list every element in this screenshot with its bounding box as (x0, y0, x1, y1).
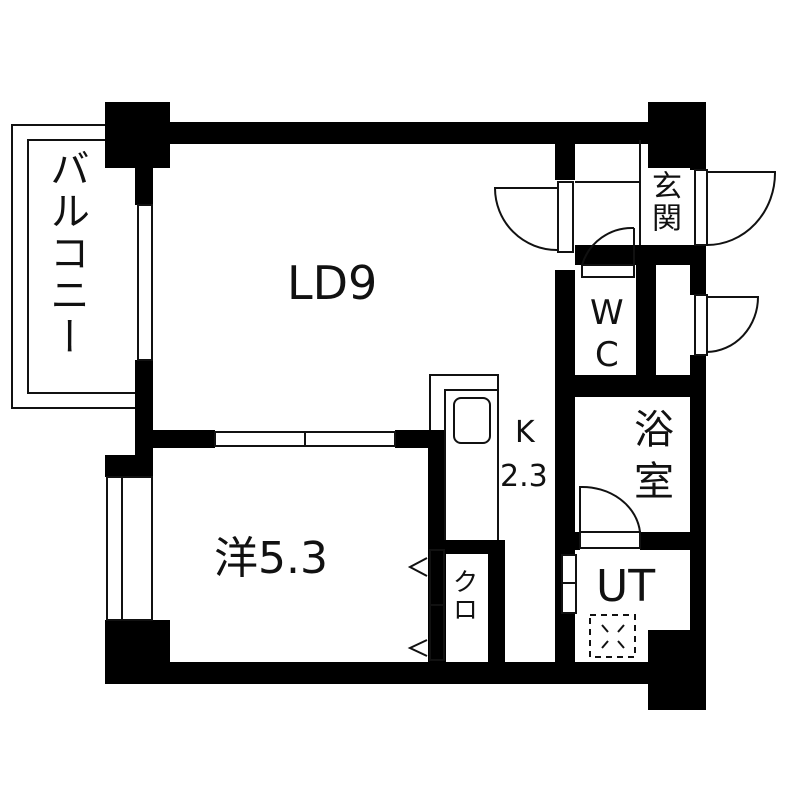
room-label-bath-1: 浴 (634, 407, 674, 453)
closet-doors (407, 549, 445, 661)
room-label-kitchen-size: 2.3 (500, 459, 548, 494)
room-label-kitchen-k: K (515, 415, 535, 450)
washing-machine-cross (601, 624, 625, 649)
room-label-utility: UT (596, 561, 656, 612)
windows (106, 204, 396, 621)
room-label-balcony: バルコニー (43, 148, 89, 358)
washing-machine-icon (589, 614, 636, 658)
kitchen-counter (429, 374, 499, 540)
room-label-wc-w: W (590, 293, 624, 333)
room-label-wc-c: C (595, 335, 619, 375)
walls (105, 102, 706, 710)
room-label-bath-2: 室 (634, 459, 674, 505)
room-label-western: 洋5.3 (214, 533, 328, 584)
sink-icon (453, 397, 491, 444)
room-label-ld: LD9 (287, 256, 378, 310)
room-label-closet: クロ (448, 568, 478, 624)
room-label-entrance: 玄関 (646, 170, 681, 234)
doors (493, 140, 777, 614)
